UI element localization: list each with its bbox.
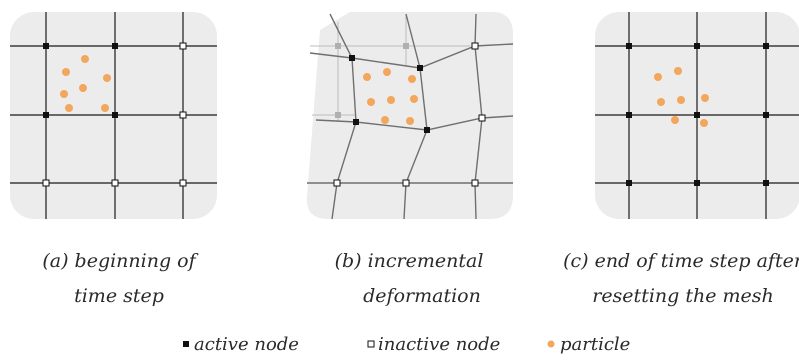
- panel-b: [306, 12, 514, 220]
- ghost-node: [335, 43, 341, 49]
- particle: [65, 104, 73, 112]
- particle: [677, 96, 685, 104]
- panel-b-background: [306, 12, 513, 219]
- legend-particle-label: particle: [560, 334, 630, 355]
- legend-active-node-marker: [183, 341, 189, 347]
- active-node: [626, 112, 632, 118]
- inactive-node: [471, 42, 479, 50]
- caption-a-line1: (a) beginning of: [42, 250, 198, 272]
- legend-inactive-node-label: inactive node: [378, 334, 500, 355]
- inactive-node: [402, 179, 410, 187]
- particle: [408, 75, 416, 83]
- particle: [383, 68, 391, 76]
- active-node: [763, 43, 769, 49]
- caption-c-line2: resetting the mesh: [592, 285, 774, 307]
- particle: [62, 68, 70, 76]
- caption-b-line2: deformation: [363, 285, 481, 307]
- active-node: [43, 112, 49, 118]
- particle: [671, 116, 679, 124]
- particle: [60, 90, 68, 98]
- particle: [79, 84, 87, 92]
- particle: [674, 67, 682, 75]
- legend-active-node-label: active node: [194, 334, 299, 355]
- ghost-node: [403, 43, 409, 49]
- inactive-node: [42, 179, 50, 187]
- active-node: [417, 65, 423, 71]
- panel-b-ghost-nodes: [335, 43, 409, 118]
- active-node: [112, 43, 118, 49]
- panel-a-active-nodes: [43, 43, 118, 118]
- particle: [700, 119, 708, 127]
- particle: [367, 98, 375, 106]
- particle: [81, 55, 89, 63]
- active-node: [626, 43, 632, 49]
- panel-c-particles: [654, 67, 709, 127]
- legend-inactive-node-marker: [367, 340, 375, 348]
- active-node: [694, 180, 700, 186]
- particle: [101, 104, 109, 112]
- active-node: [43, 43, 49, 49]
- particle: [387, 96, 395, 104]
- particle: [410, 95, 418, 103]
- caption-c-line1: (c) end of time step after: [563, 250, 799, 272]
- inactive-node: [471, 179, 479, 187]
- legend-particle-marker: [547, 340, 555, 348]
- active-node: [694, 43, 700, 49]
- caption-b-line1: (b) incremental: [335, 250, 484, 272]
- active-node: [626, 180, 632, 186]
- ghost-node: [335, 112, 341, 118]
- particle: [363, 73, 371, 81]
- panel-a-particles: [60, 55, 111, 112]
- panel-b-particles: [363, 68, 418, 125]
- particle: [657, 98, 665, 106]
- inactive-node: [179, 179, 187, 187]
- particle: [654, 73, 662, 81]
- inactive-node: [179, 111, 187, 119]
- panel-c-active-nodes: [626, 43, 769, 186]
- inactive-node: [111, 179, 119, 187]
- inactive-node: [478, 114, 486, 122]
- legend: active node inactive node particle: [183, 334, 630, 355]
- active-node: [763, 112, 769, 118]
- inactive-node: [333, 179, 341, 187]
- panel-b-active-nodes: [349, 55, 430, 133]
- panel-a: [10, 12, 217, 219]
- particle: [103, 74, 111, 82]
- panel-c: [595, 12, 799, 219]
- active-node: [424, 127, 430, 133]
- panel-a-inactive-nodes: [42, 42, 187, 187]
- inactive-node: [179, 42, 187, 50]
- particle: [406, 117, 414, 125]
- panel-b-inactive-nodes: [333, 42, 486, 187]
- active-node: [694, 112, 700, 118]
- active-node: [353, 119, 359, 125]
- particle: [381, 116, 389, 124]
- caption-a-line2: time step: [74, 285, 164, 307]
- captions: (a) beginning of time step (b) increment…: [42, 250, 799, 307]
- active-node: [349, 55, 355, 61]
- particle: [701, 94, 709, 102]
- active-node: [763, 180, 769, 186]
- active-node: [112, 112, 118, 118]
